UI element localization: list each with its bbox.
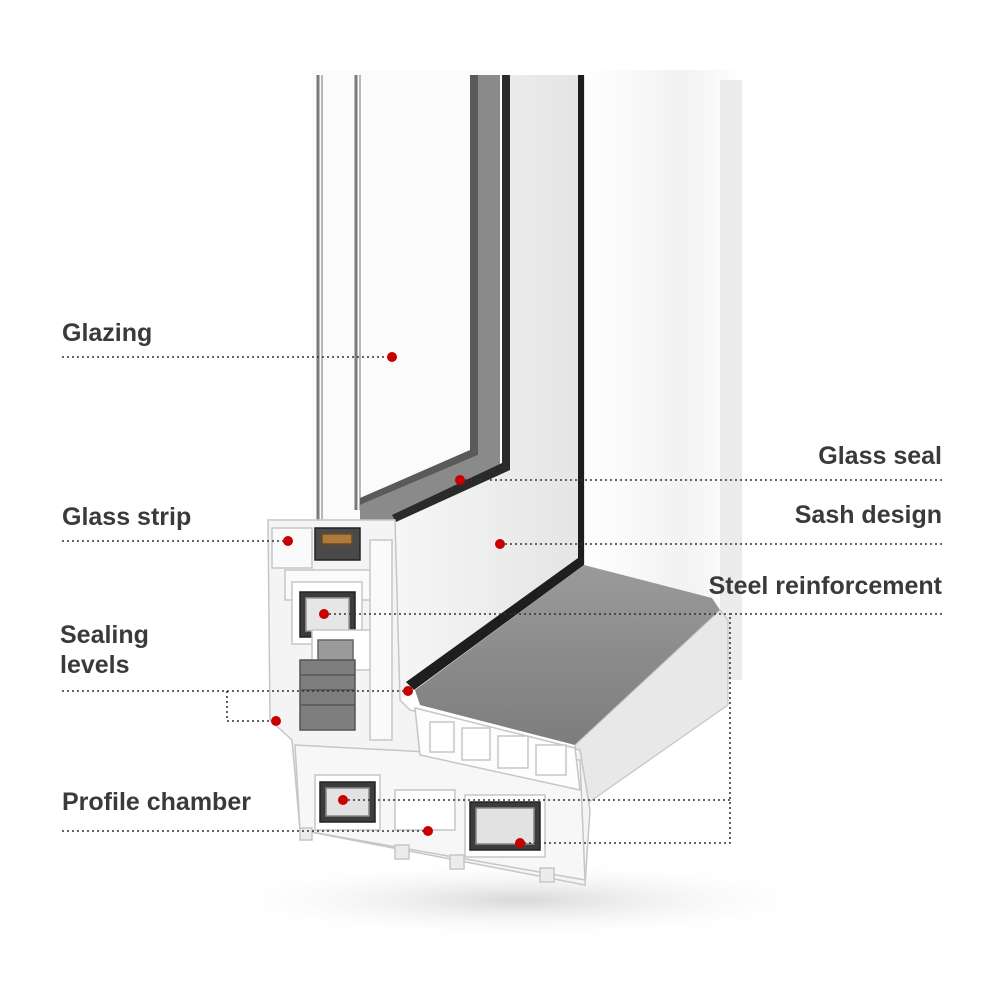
label-glass-seal: Glass seal (818, 442, 942, 470)
sill-top (415, 565, 720, 745)
marker-sealing-level-lower (271, 716, 281, 726)
labels: Glazing Glass seal Glass strip Sash desi… (60, 319, 943, 816)
label-sealing-levels-line1: Sealing (60, 621, 149, 649)
marker-glazing (387, 352, 397, 362)
label-glazing: Glazing (62, 319, 152, 347)
marker-sealing-level-upper (403, 686, 413, 696)
label-sash-design: Sash design (795, 501, 942, 529)
leader-sealing-levels-2 (226, 691, 276, 722)
markers (271, 352, 525, 848)
marker-sash-design (495, 539, 505, 549)
glazing-panes (312, 70, 510, 540)
marker-glass-seal (455, 475, 465, 485)
label-steel-reinforcement: Steel reinforcement (709, 572, 943, 600)
marker-steel-reinforcement-sill (515, 838, 525, 848)
sash-face (395, 75, 585, 700)
marker-steel-reinforcement-sash (319, 609, 329, 619)
profile-cross-section (267, 519, 591, 886)
marker-steel-reinforcement-frame (338, 795, 348, 805)
leader-lines (62, 356, 942, 844)
marker-glass-strip (283, 536, 293, 546)
marker-profile-chamber (423, 826, 433, 836)
outer-frame-edge (720, 80, 742, 680)
label-glass-strip: Glass strip (62, 503, 191, 531)
label-profile-chamber: Profile chamber (62, 788, 251, 816)
label-sealing-levels-line2: levels (60, 651, 130, 679)
leader-steel-reinforcement (520, 613, 942, 844)
floor-shadow (200, 860, 840, 940)
